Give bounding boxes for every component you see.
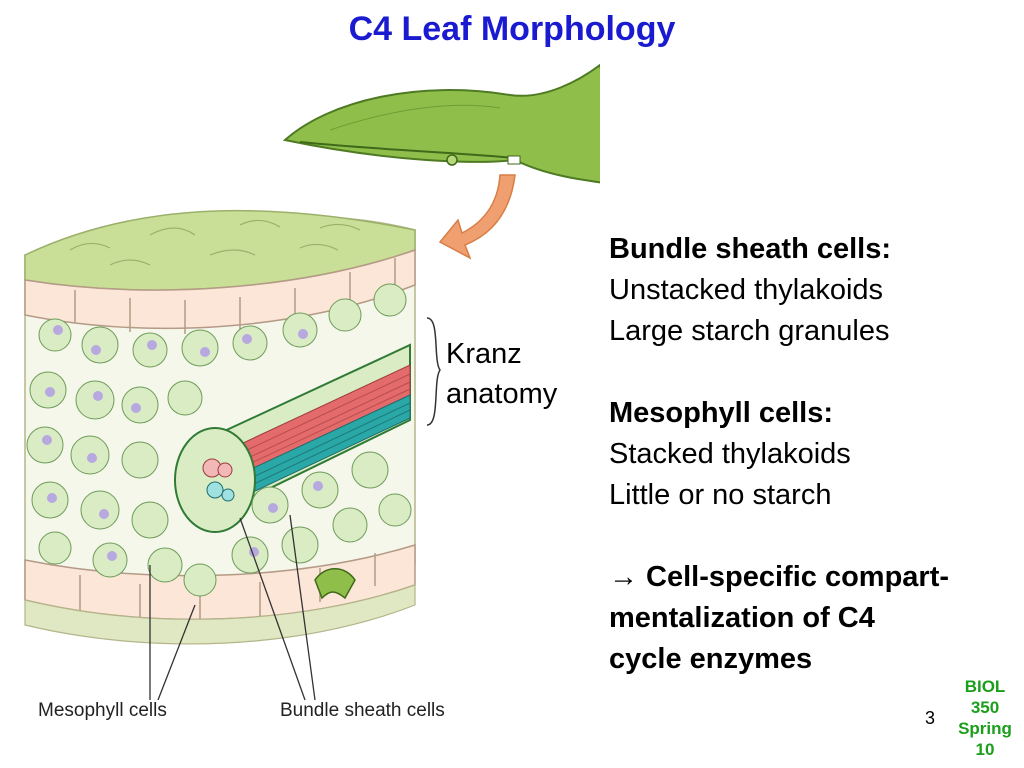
vascular-bundle (174, 343, 411, 533)
course-badge-line: 350 (970, 698, 1000, 717)
kranz-bracket (426, 317, 441, 426)
course-badge-line: Spring (958, 719, 1012, 738)
caption-pointers (149, 514, 316, 701)
leaf-block (24, 209, 416, 645)
conclusion-line: cycle enzymes (609, 643, 813, 675)
leaf-drawing (282, 63, 600, 184)
kranz-anatomy-label: Kranz anatomy (446, 334, 557, 414)
mesophyll-cells-caption: Mesophyll cells (38, 700, 167, 721)
slide-title: C4 Leaf Morphology (348, 10, 676, 48)
course-badge: BIOL 350 Spring 10 (950, 676, 1020, 760)
bundle-sheath-item: Unstacked thylakoids (609, 274, 884, 306)
bundle-sheath-item: Large starch granules (609, 315, 890, 347)
mesophyll-heading: Mesophyll cells: (609, 397, 834, 429)
bundle-sheath-heading: Bundle sheath cells: (609, 233, 892, 265)
notes-panel: Bundle sheath cells: Unstacked thylakoid… (609, 229, 949, 680)
bundle-sheath-cells-caption: Bundle sheath cells (280, 700, 445, 721)
course-badge-line: BIOL (964, 677, 1006, 696)
mesophyll-cells (26, 283, 412, 597)
zoom-arrow (438, 174, 516, 260)
page-number: 3 (925, 708, 936, 728)
conclusion-line: → Cell-specific compart- (609, 561, 950, 593)
mesophyll-item: Stacked thylakoids (609, 438, 851, 470)
course-badge-line: 10 (975, 740, 995, 759)
conclusion-line: mentalization of C4 (609, 602, 875, 634)
spacer (609, 516, 949, 557)
spacer (609, 352, 949, 393)
kranz-label-line2: anatomy (446, 378, 558, 410)
stoma (314, 568, 356, 600)
kranz-label-line1: Kranz (446, 338, 522, 370)
leaf-cross-section-illustration (24, 63, 600, 701)
mesophyll-item: Little or no starch (609, 479, 832, 511)
